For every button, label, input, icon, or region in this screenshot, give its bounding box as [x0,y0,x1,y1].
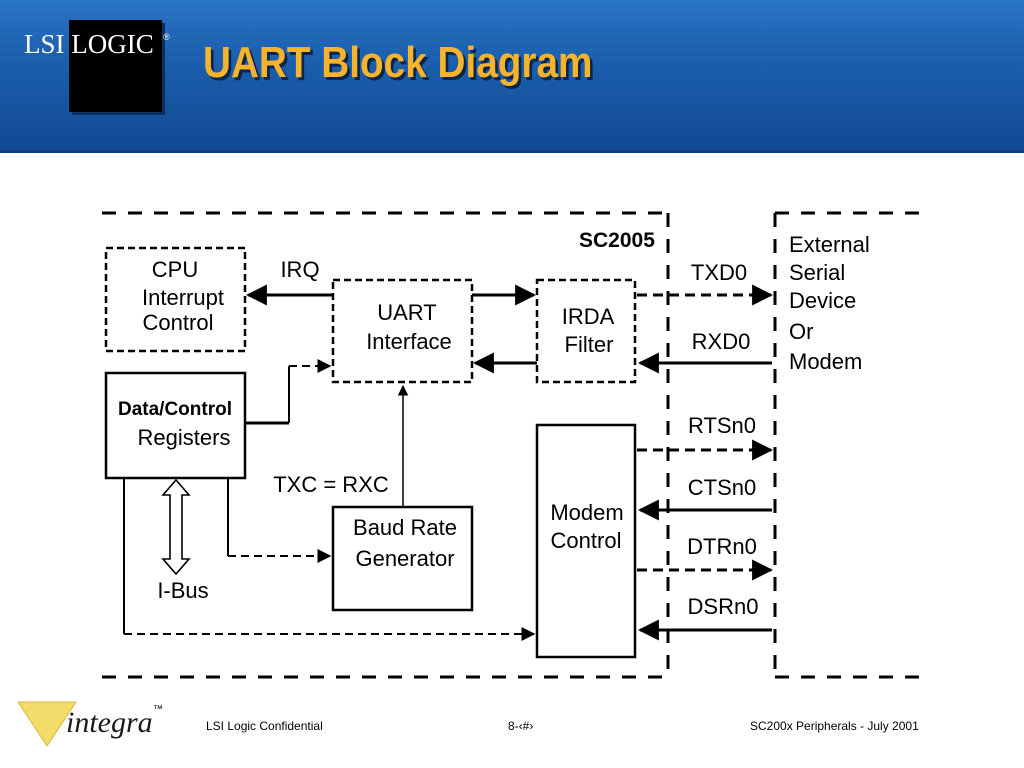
irda-label-line2: Filter [565,332,614,357]
modem-control-block [535,423,637,659]
data-control-label: Data/Control [118,399,232,420]
integra-logo-text: integra [66,706,153,739]
chip-boundary [102,211,670,679]
footer-course-title: SC200x Peripherals - July 2001 [750,719,919,733]
external-line1: External [789,232,870,257]
signal-lines [637,284,774,641]
baud-label-line1: Baud Rate [353,515,457,540]
signal-txd0: TXD0 [691,260,747,285]
txc-rxc-label: TXC = RXC [273,472,389,497]
signal-ctsn0: CTSn0 [688,475,756,500]
signal-rxd0: RXD0 [692,329,751,354]
i-bus-arrow [161,478,191,576]
footer-page-number: 8-‹#› [508,719,534,733]
integra-logo: integra ™ [18,701,163,747]
signal-rtsn0: RTSn0 [688,413,756,438]
header-banner [0,0,1024,150]
lsi-logic-logo-text: LSI LOGIC [24,29,154,59]
cpu-label-line1: CPU [152,257,198,282]
chip-label: SC2005 [579,229,655,252]
external-line5: Modem [789,349,862,374]
external-line3: Device [789,288,856,313]
external-line4: Or [789,319,813,344]
lsi-logic-logo-block [69,20,162,112]
uart-interface-block [331,278,474,384]
irda-filter-block [535,278,637,384]
cpu-label-line2: Interrupt [142,285,224,310]
modem-label-line2: Control [551,528,622,553]
cpu-label-line3: Control [143,310,214,335]
modem-label-line1: Modem [550,500,623,525]
page-title: UART Block Diagram [203,38,593,87]
logo-trademark: ® [163,32,170,42]
connections [123,284,537,641]
signal-dsrn0: DSRn0 [688,594,759,619]
external-line2: Serial [789,260,845,285]
irq-label: IRQ [280,257,319,282]
uart-label-line2: Interface [366,329,452,354]
header-divider [0,150,1024,153]
data-control-registers-block [104,371,247,480]
cpu-interrupt-control-block [104,246,247,353]
integra-trademark: ™ [153,704,163,715]
signal-dtrn0: DTRn0 [687,534,757,559]
baud-label-line2: Generator [355,546,454,571]
irda-label-line1: IRDA [562,304,615,329]
uart-label-line1: UART [377,300,437,325]
footer-confidential: LSI Logic Confidential [206,719,323,733]
i-bus-label: I-Bus [157,578,208,603]
registers-label: Registers [138,425,231,450]
